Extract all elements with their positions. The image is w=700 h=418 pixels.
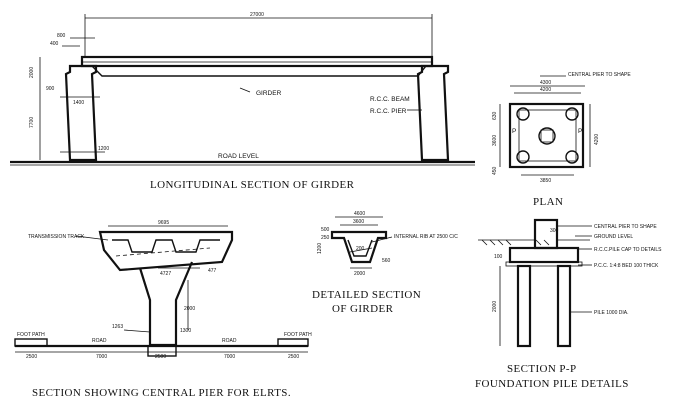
dim-3600-girder: 3600 [353,219,364,225]
dim-3850: 3850 [540,178,551,184]
dim-1200-girder: 1200 [317,243,323,254]
dim-300: 300 [550,228,559,234]
girder-cross-section [330,230,388,264]
dim-2500-right: 2500 [288,354,299,360]
note-ground-level: GROUND LEVEL [594,234,633,240]
pier-section-title: SECTION SHOWING CENTRAL PIER FOR ELRTS. [32,387,291,399]
section-p-right: P [578,128,582,135]
note-pile: PILE 1000 DIA. [594,310,628,316]
dim-7000-right: 7000 [224,354,235,360]
dim-1263: 1263 [112,324,123,330]
girder-detail-title-1: DETAILED SECTION [312,289,421,301]
foot-path-left-label: FOOT PATH [17,332,45,338]
girder-rib-line [349,247,373,253]
road-right-label: ROAD [222,338,237,344]
dim-4727: 4727 [160,271,171,277]
dim-4200: 4200 [540,87,551,93]
note-central-pier: CENTRAL PIER TO SHAPE [594,224,657,230]
note-pile-cap: R.C.C.PILE CAP TO DETAILS [594,247,662,253]
dim-9695: 9695 [158,220,169,226]
dim-1263-leader [123,329,151,333]
deck-track-profile [112,239,220,253]
foot-path-right-label: FOOT PATH [284,332,312,338]
girder-inner-web [347,239,373,257]
road-level-label: ROAD LEVEL [218,153,259,160]
dim-477: 477 [208,268,217,274]
girder-soffit [91,65,427,77]
dim-4200-side: 4200 [594,134,600,145]
pile-circle-tl [516,107,530,121]
pile-circle-bl [516,150,530,164]
dim-2000: 2000 [29,67,35,78]
dim-630: 630 [492,111,498,120]
internal-rib-note: INTERNAL RIB AT 2500 C/C [394,234,458,240]
dim-4600: 4600 [354,211,365,217]
transmission-track-label: TRANSMISSION TRACK [28,234,85,240]
pile-left [516,264,532,348]
central-pier-stub [533,218,559,250]
plan-view: CENTRAL PIER TO SHAPE 4300 4200 P P 630 … [492,72,631,208]
rcc-beam-label: R.C.C. BEAM [370,96,410,103]
left-pier [64,64,98,162]
road-left-label: ROAD [92,338,107,344]
plan-note: CENTRAL PIER TO SHAPE [568,72,631,78]
dim-2500-left: 2500 [26,354,37,360]
pier-square-center [540,129,554,143]
pile-cap-inner [518,109,577,162]
pier-head-deck [98,230,234,272]
pcc-bed [505,261,583,267]
girder-deck [80,55,434,68]
internal-rib-leader [371,236,393,243]
dim-100: 100 [494,254,503,260]
right-pier [416,64,450,162]
girder-leader [239,87,251,93]
pile-circle-tr [565,107,579,121]
dim-500-girder: 500 [321,227,330,233]
pile-cap [508,246,580,264]
foot-path-left [14,338,48,347]
dim-400: 400 [50,41,59,47]
dim-4300: 4300 [540,80,551,86]
dim-2000-pile: 2000 [492,301,498,312]
foundation-title-2: FOUNDATION PILE DETAILS [475,378,629,390]
dim-3600-plan: 3600 [492,135,498,146]
foot-path-right [277,338,309,347]
dim-250: 250 [321,235,330,241]
span-dimension: 27000 [250,12,264,18]
dim-200: 200 [356,246,365,252]
pile-right [556,264,572,348]
dim-7700: 7700 [29,117,35,128]
dim-900: 900 [46,86,55,92]
central-pier-section: 9695 TRANSMISSION TRACK 4727 477 2000 12… [14,220,312,399]
pile-cap-outline [508,102,585,169]
section-p-left: P [512,128,516,135]
foundation-title-1: SECTION P-P [507,363,577,375]
girder-detail-section: 4600 3600 500 250 1200 200 560 2000 INTE… [312,211,458,315]
dim-2500-center: 2500 [155,354,166,360]
dim-1200: 1200 [98,146,109,152]
rcc-pier-label: R.C.C. PIER [370,108,407,115]
girder-label: GIRDER [256,90,282,97]
foundation-section: CENTRAL PIER TO SHAPE GROUND LEVEL R.C.C… [475,218,662,390]
deck-hidden-line [115,247,211,257]
pile-circle-br [565,150,579,164]
dim-2000-pier: 2000 [184,306,195,312]
dim-2000-girder: 2000 [354,271,365,277]
plan-title: PLAN [533,196,563,208]
dim-1300: 1300 [180,328,191,334]
ground-hatch [481,239,550,246]
longitudinal-section: 27000 800 400 2000 900 7700 1400 GIRDER … [10,12,475,191]
longitudinal-title: LONGITUDINAL SECTION OF GIRDER [150,179,355,191]
girder-detail-title-2: OF GIRDER [332,303,394,315]
dim-560: 560 [382,258,391,264]
dim-450: 450 [492,166,498,175]
dim-800: 800 [57,33,66,39]
pier-circle-center [538,127,556,145]
dim-1400: 1400 [73,100,84,106]
note-pcc: P.C.C. 1:4:8 BED 100 THICK [594,263,659,269]
pier-footing [147,345,177,357]
dim-7000-left: 7000 [96,354,107,360]
